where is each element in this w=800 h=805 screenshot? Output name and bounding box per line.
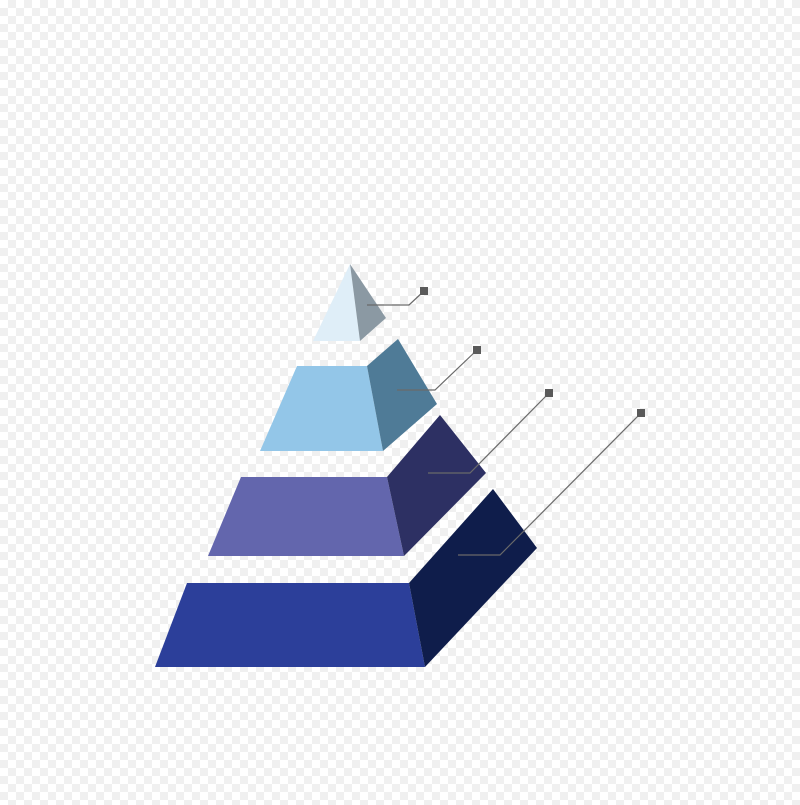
callout-4 xyxy=(458,409,645,556)
callout-1-line xyxy=(367,290,425,306)
callout-3 xyxy=(428,389,553,474)
callout-1 xyxy=(367,287,428,306)
level-apex-front xyxy=(313,264,360,341)
callout-3-marker xyxy=(545,389,553,397)
level-apex-side xyxy=(350,264,386,341)
level-2-side xyxy=(367,339,437,451)
callout-3-line xyxy=(428,392,550,474)
callout-1-marker xyxy=(420,287,428,295)
pyramid-level-2 xyxy=(260,339,437,451)
level-base-side xyxy=(409,489,537,667)
level-3-front xyxy=(208,477,404,556)
callout-4-line xyxy=(458,412,642,556)
level-3-side xyxy=(387,415,486,556)
level-2-front xyxy=(260,366,383,451)
pyramid-level-base xyxy=(155,489,537,667)
callout-2 xyxy=(397,346,481,391)
callout-2-marker xyxy=(473,346,481,354)
callout-2-line xyxy=(397,349,478,391)
pyramid-level-apex xyxy=(313,264,386,341)
callout-4-marker xyxy=(637,409,645,417)
pyramid-level-3 xyxy=(208,415,486,556)
level-base-front xyxy=(155,583,425,667)
